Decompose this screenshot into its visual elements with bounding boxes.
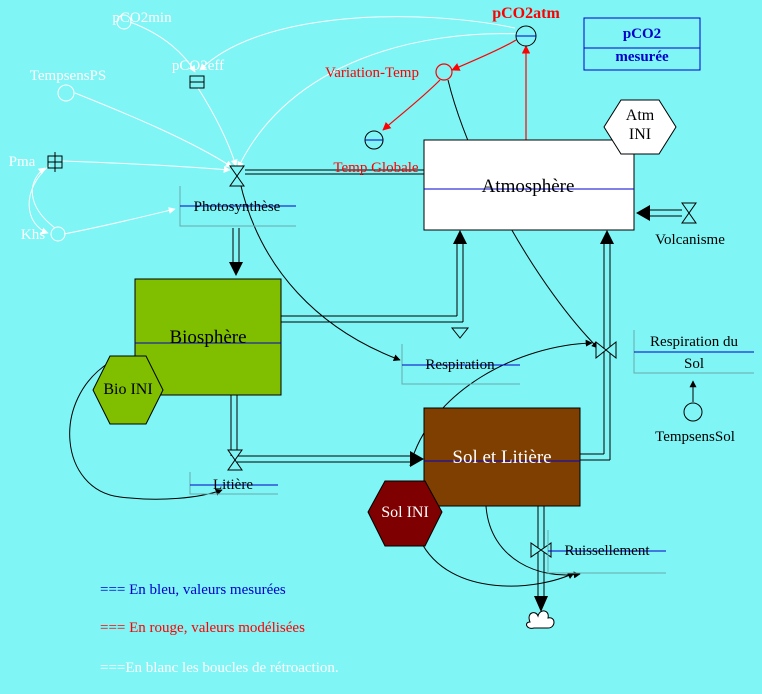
converter-tempsens-sol[interactable]: TempsensSol [655,402,735,445]
pco2-mesuree-line1: pCO2 [623,26,661,42]
litiere-label: Litière [213,477,253,493]
connector-khs-pma [31,167,56,229]
connector-variation-temp-temp-globale [382,79,441,131]
flow-arrowheads [229,205,650,612]
converter-variation-temp[interactable]: Variation-Temp [325,63,453,81]
respiration-sol-line2: Sol [684,356,704,372]
flow-respiration[interactable]: Respiration [401,344,520,385]
converter-tempsens-ps[interactable]: TempsensPS [30,68,106,102]
flow-photosynthese[interactable]: Photosynthèse [179,186,296,227]
variation-temp-label: Variation-Temp [325,65,419,81]
red-connectors [382,39,531,140]
legend-white: ===En blanc les boucles de rétroaction. [100,660,339,676]
pma-label: Pma [9,154,36,170]
connector-pma-khs [28,164,51,235]
pco2-mesuree-box[interactable]: pCO2 mesurée [583,17,701,71]
arrow-to-cloud [534,596,548,612]
stock-atmosphere[interactable]: Atmosphère [423,139,635,231]
valve-volcanisme [681,202,697,224]
connector-photosynthese-respiration [239,181,401,362]
tempsens-sol-label: TempsensSol [655,429,735,445]
pco2-mesuree-line2: mesurée [615,49,669,65]
arrow-to-biosphere [229,262,243,276]
valve-respiration-sol [595,340,617,360]
pco2eff-label: pCO2eff [172,58,224,74]
arrow-to-atmosphere-1 [453,230,467,244]
ruissellement-label: Ruissellement [565,543,651,559]
connector-pco2atm-variation-temp [451,39,517,71]
connector-sol-ruissellement [485,505,581,579]
connector-pco2min-pco2eff [129,21,196,73]
converter-pco2eff[interactable]: pCO2eff [172,58,224,89]
valve-respiration [450,327,470,339]
converter-temp-globale[interactable]: Temp Globale [333,130,419,176]
black-connectors [69,79,697,587]
flow-litiere[interactable]: Litière [189,472,278,495]
atm-ini[interactable]: Atm INI [603,99,677,155]
atm-ini-line2: INI [629,126,651,143]
connector-solini-ruissellement [419,539,575,587]
pco2min-label: pCO2min [112,10,172,26]
tempsens-ps-label: TempsensPS [30,68,106,84]
respiration-sol-line1: Respiration du [650,334,738,350]
flow-ruissellement[interactable]: Ruissellement [547,530,666,574]
respiration-label: Respiration [425,357,495,373]
bio-ini[interactable]: Bio INI [92,355,164,425]
valve-litiere [227,449,243,471]
connector-tempsensps-photosynthese [74,92,233,168]
converter-pco2atm[interactable]: pCO2atm [492,5,560,47]
arrow-to-sol [410,451,424,467]
legend-red: === En rouge, valeurs modélisées [100,620,305,636]
valve-photosynthese [229,165,245,187]
connector-khs-photosynthese [63,207,176,235]
converter-pma[interactable]: Pma [9,152,63,172]
legend: === En bleu, valeurs mesurées === En rou… [100,582,339,676]
bio-ini-label: Bio INI [103,381,152,398]
stock-biosphere-label: Biosphère [169,327,246,348]
converter-pco2min[interactable]: pCO2min [112,10,172,30]
connector-bio-litiere [69,361,223,500]
cloud-sink-icon [526,610,555,629]
flow-respiration-sol[interactable]: Respiration du Sol [633,330,754,374]
volcanisme-label[interactable]: Volcanisme [655,232,725,248]
arrow-to-atmosphere-2 [600,230,614,244]
atm-ini-line1: Atm [626,107,655,124]
connector-pco2eff-photosynthese [197,87,238,167]
legend-blue: === En bleu, valeurs mesurées [100,582,286,598]
photosynthese-label: Photosynthèse [194,199,281,215]
connector-pma-photosynthese [61,160,231,173]
temp-globale-label: Temp Globale [333,160,419,176]
sol-ini-label: Sol INI [381,504,429,521]
stock-sol-litiere[interactable]: Sol et Litière [423,407,581,507]
stock-atmosphere-label: Atmosphère [482,176,575,197]
sol-ini[interactable]: Sol INI [367,480,443,547]
connector-pco2atm-pco2eff [199,16,516,71]
connector-sol-respiration-sol [409,339,593,467]
stock-biosphere[interactable]: Biosphère [134,278,282,396]
flow-pipes [230,169,682,596]
feedback-connectors [28,16,521,235]
khs-label: Khs [21,227,45,243]
connector-pco2atm-photosynthese [237,33,521,169]
arrow-to-atmosphere-volcan [636,205,650,221]
pco2atm-label: pCO2atm [492,5,560,22]
converter-khs[interactable]: Khs [21,226,66,243]
stock-sol-label: Sol et Litière [452,447,551,468]
